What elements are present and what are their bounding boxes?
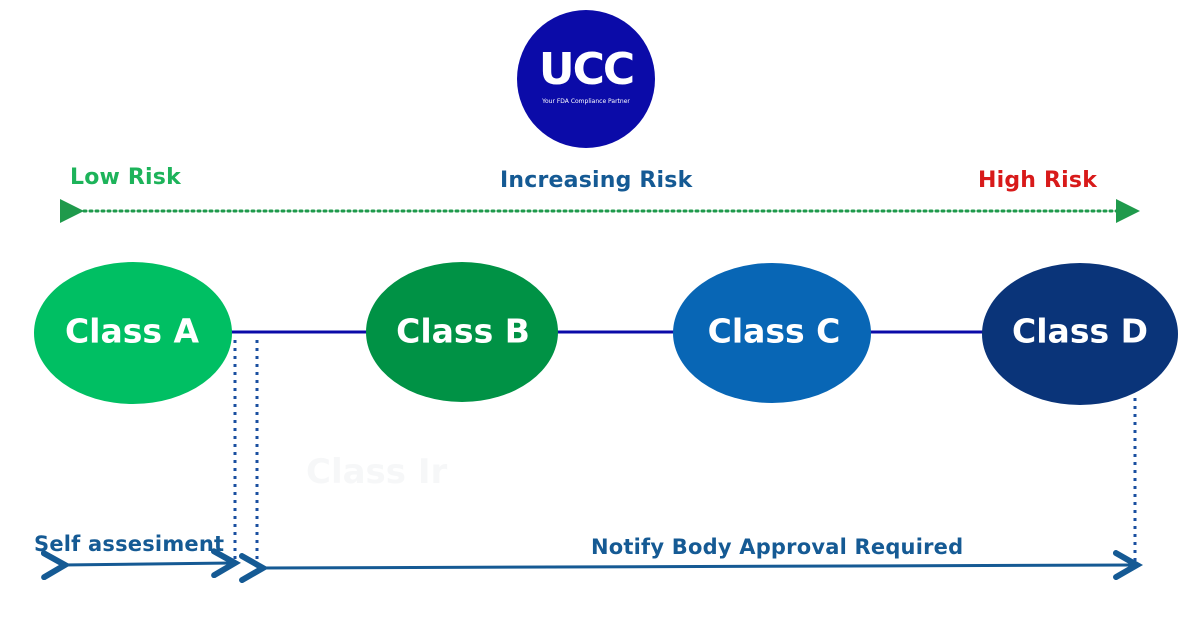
class-d-label: Class D bbox=[1012, 311, 1148, 351]
class-a-node bbox=[34, 262, 232, 404]
logo-letters: UCC bbox=[538, 44, 635, 95]
logo: UCC Your FDA Compliance Partner bbox=[517, 10, 655, 148]
increasing-risk-label: Increasing Risk bbox=[500, 168, 693, 193]
notify-body-range-arrow bbox=[260, 565, 1134, 568]
self-assessment-range-arrow bbox=[62, 563, 232, 565]
notify-body-label: Notify Body Approval Required bbox=[591, 535, 964, 559]
high-risk-label: High Risk bbox=[978, 168, 1098, 193]
logo-circle bbox=[517, 10, 655, 148]
class-c-node bbox=[673, 263, 871, 403]
faint-class-text: Class Ir bbox=[306, 452, 448, 492]
class-a-label: Class A bbox=[64, 311, 200, 351]
low-risk-label: Low Risk bbox=[70, 165, 181, 190]
logo-tagline: Your FDA Compliance Partner bbox=[542, 98, 630, 105]
self-assessment-label: Self assesiment bbox=[34, 532, 225, 556]
class-c-label: Class C bbox=[707, 311, 841, 351]
class-b-label: Class B bbox=[396, 311, 530, 351]
class-d-node bbox=[982, 263, 1178, 405]
class-b-node bbox=[366, 262, 558, 402]
